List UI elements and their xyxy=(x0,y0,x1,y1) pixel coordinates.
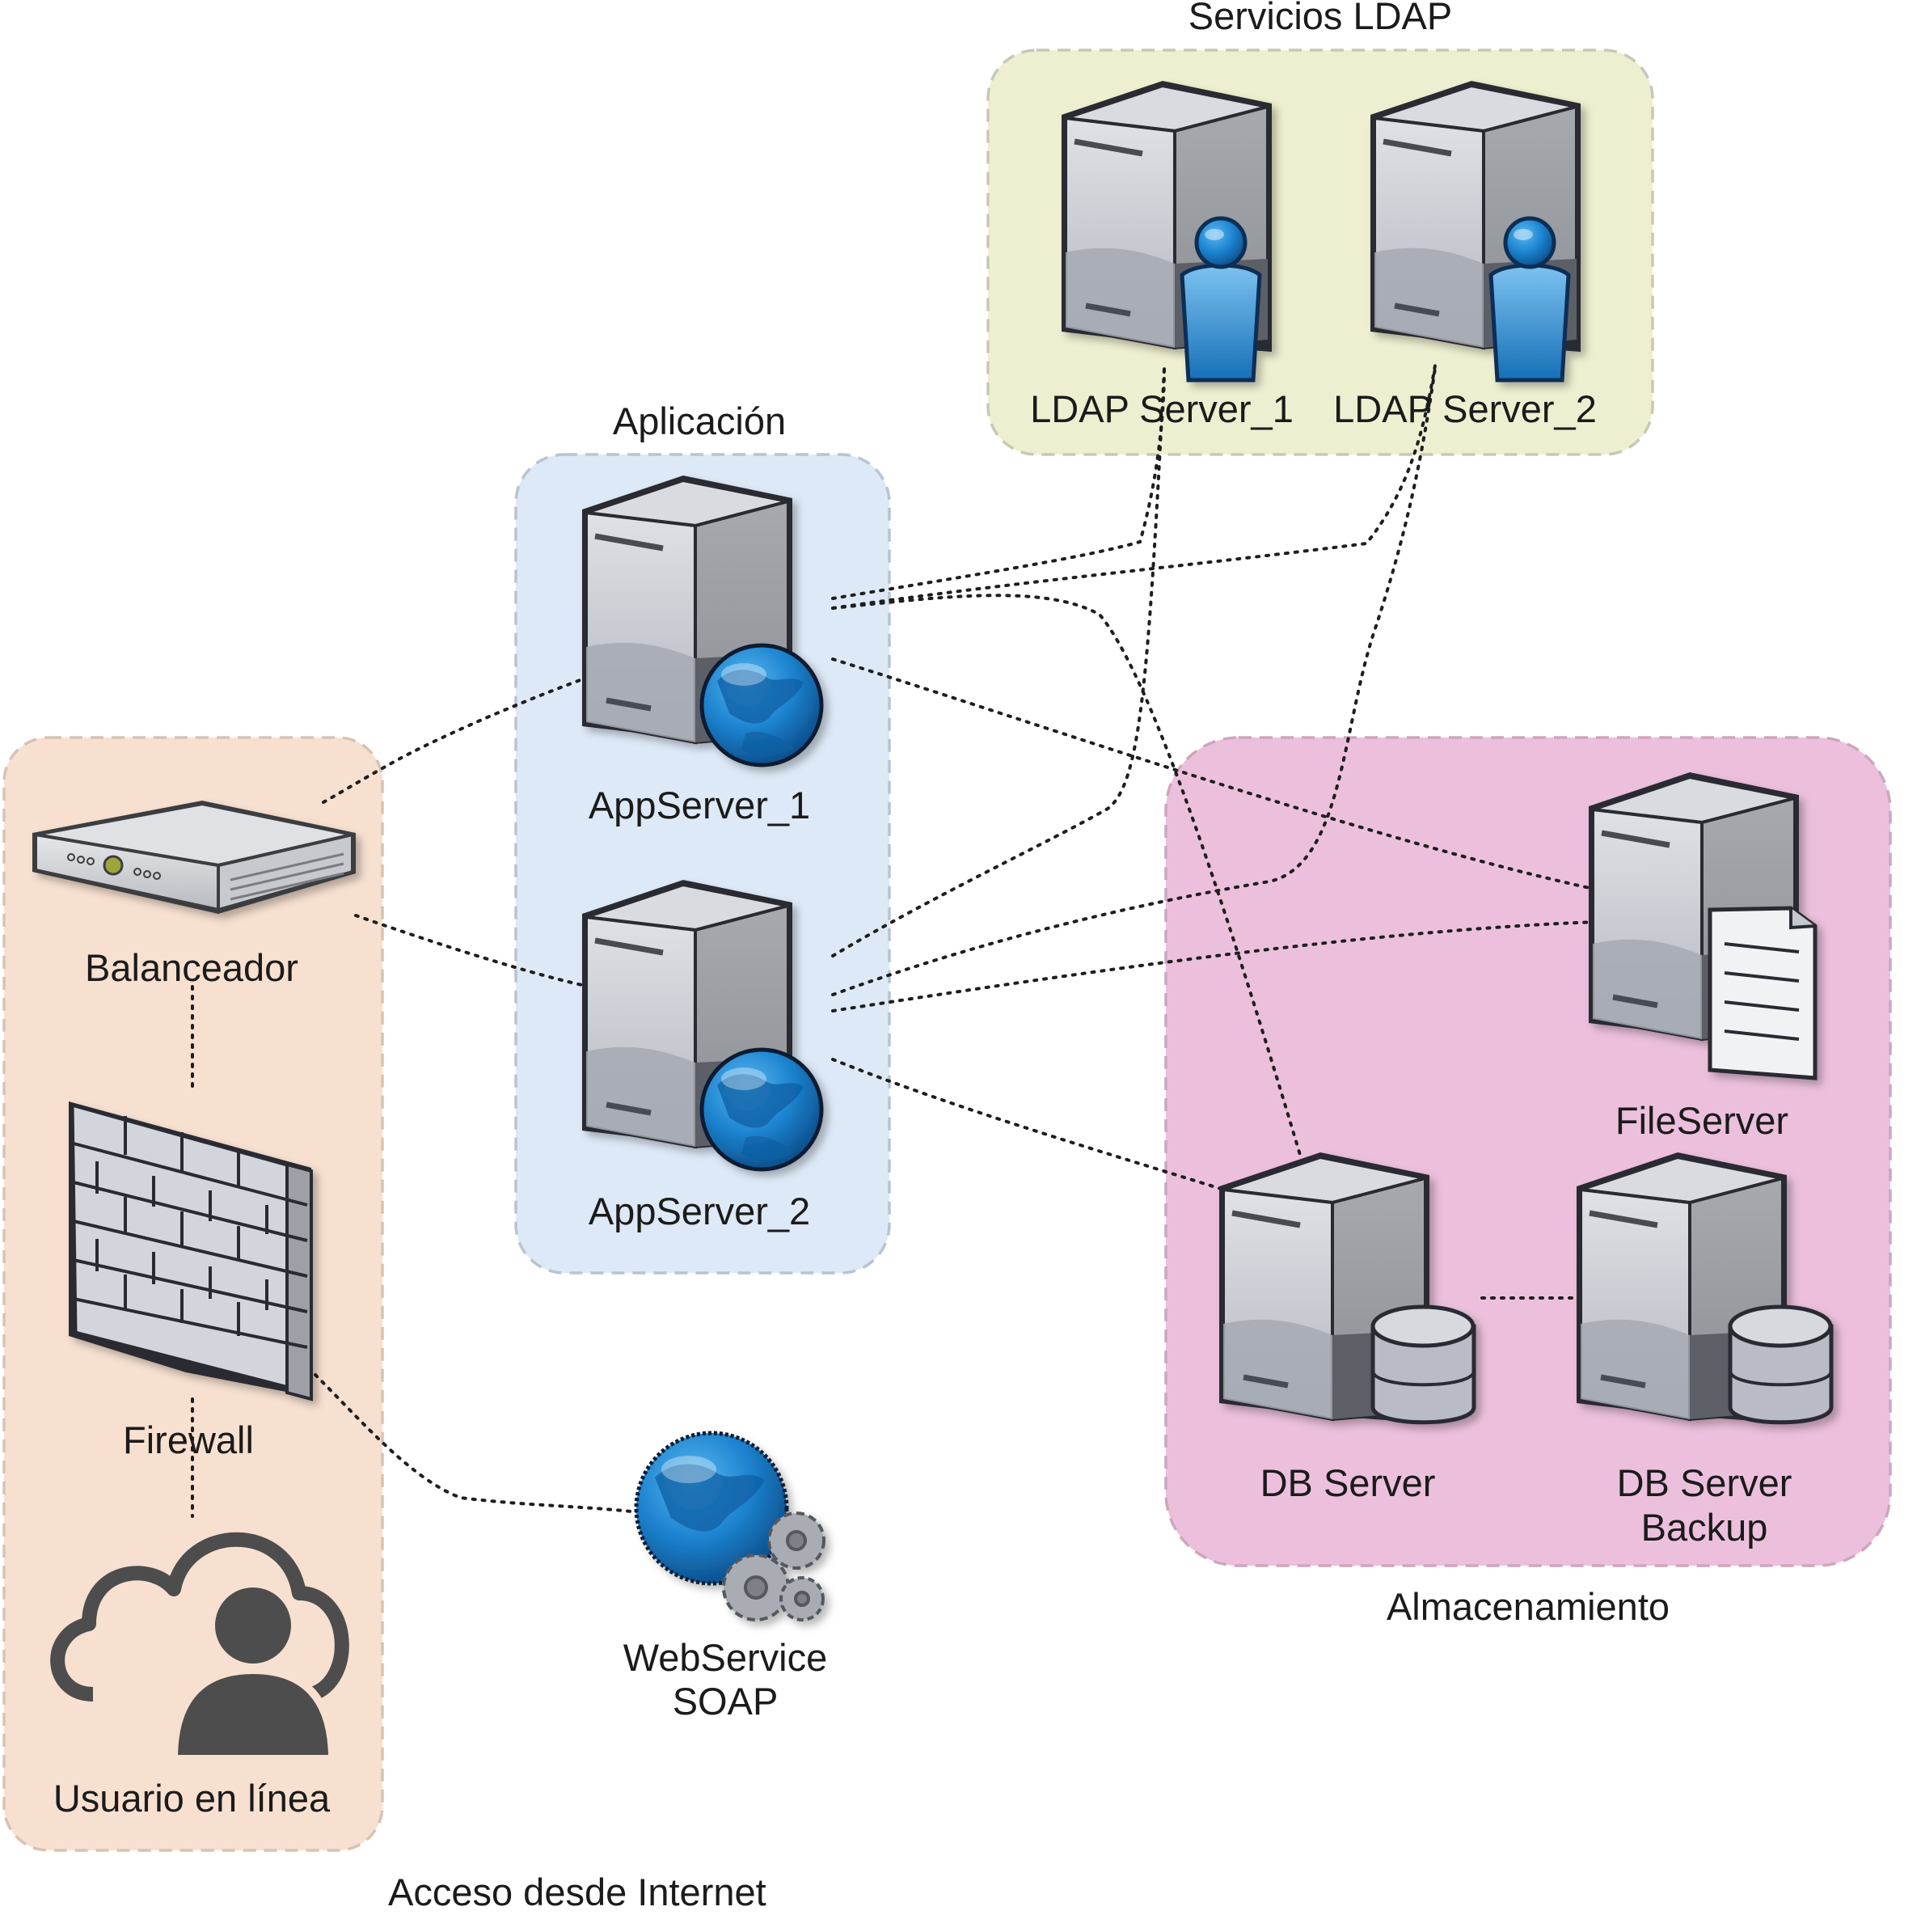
node-appserver-2-label: AppServer_2 xyxy=(589,1190,810,1232)
node-firewall-label: Firewall xyxy=(123,1418,254,1461)
node-db-server-label: DB Server xyxy=(1260,1461,1436,1504)
node-appserver-1-label: AppServer_1 xyxy=(589,784,810,826)
edge-app1-ldap2 xyxy=(831,364,1437,610)
node-appserver-1[interactable]: AppServer_1 xyxy=(582,476,821,826)
node-fileserver-label: FileServer xyxy=(1615,1099,1788,1142)
node-balancer[interactable]: Balanceador xyxy=(32,801,356,989)
node-ldap-server-1[interactable]: LDAP Server_1 xyxy=(1030,81,1294,430)
node-ldap-server-1-label: LDAP Server_1 xyxy=(1030,387,1294,430)
node-appserver-2[interactable]: AppServer_2 xyxy=(582,880,821,1232)
node-webservice-soap[interactable]: WebService SOAP xyxy=(623,1431,828,1723)
server-document-icon xyxy=(1589,772,1818,1080)
node-balancer-label: Balanceador xyxy=(85,946,298,989)
node-db-server-backup-label-line1: DB Server xyxy=(1617,1461,1792,1504)
document-icon xyxy=(1708,906,1818,1080)
server-user-icon xyxy=(1062,81,1272,380)
node-ldap-server-2-label: LDAP Server_2 xyxy=(1333,387,1597,430)
edge-app1-db xyxy=(831,594,1302,1156)
node-webservice-label-line2: SOAP xyxy=(673,1680,779,1723)
edge-balancer-app2 xyxy=(354,914,584,987)
node-firewall[interactable]: Firewall xyxy=(69,1101,313,1461)
connectors xyxy=(191,364,1598,1518)
gear-icon xyxy=(722,1511,825,1621)
edge-balancer-app1 xyxy=(322,678,584,804)
group-ldap-title: Servicios LDAP xyxy=(1188,0,1453,37)
server-globe-icon xyxy=(582,476,821,765)
group-app-title: Aplicación xyxy=(613,400,786,442)
node-fileserver[interactable]: FileServer xyxy=(1589,772,1818,1142)
edge-app1-fileserver xyxy=(831,657,1598,891)
edge-app2-db xyxy=(831,1058,1222,1190)
edge-app2-fileserver xyxy=(831,920,1598,1013)
node-db-server[interactable]: DB Server xyxy=(1219,1152,1474,1504)
group-storage-title: Almacenamiento xyxy=(1387,1585,1670,1628)
node-webservice-label-line1: WebService xyxy=(623,1636,828,1679)
node-db-server-backup[interactable]: DB Server Backup xyxy=(1577,1152,1831,1549)
group-internet-title: Acceso desde Internet xyxy=(388,1871,766,1913)
node-online-user[interactable]: Usuario en línea xyxy=(50,1532,349,1820)
edge-app2-ldap1 xyxy=(831,367,1166,958)
cloud-user-icon xyxy=(50,1532,349,1763)
rack-load-balancer-icon xyxy=(32,801,356,914)
brick-firewall-icon xyxy=(69,1101,313,1401)
node-db-server-backup-label-line2: Backup xyxy=(1641,1506,1768,1549)
node-ldap-server-2[interactable]: LDAP Server_2 xyxy=(1333,81,1597,430)
globe-gears-icon xyxy=(634,1431,825,1621)
server-user-icon xyxy=(1370,81,1581,380)
server-globe-icon xyxy=(582,880,821,1169)
node-online-user-label: Usuario en línea xyxy=(53,1777,331,1820)
